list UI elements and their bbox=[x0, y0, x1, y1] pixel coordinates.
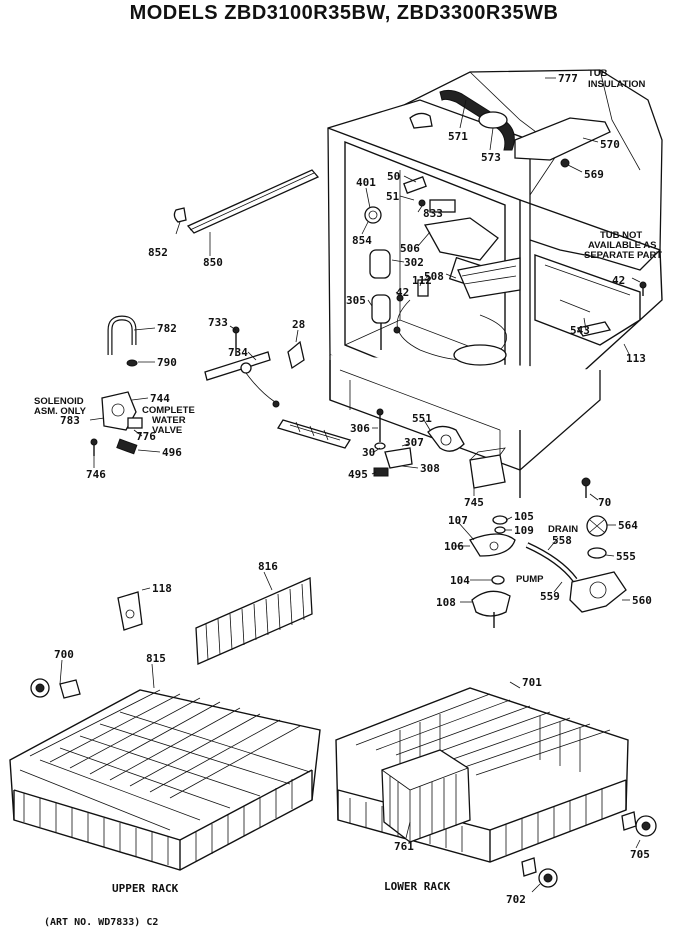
label-559: 559 bbox=[540, 590, 560, 603]
label-746: 746 bbox=[86, 468, 106, 481]
label-744: 744 bbox=[150, 392, 170, 405]
water-valve bbox=[90, 391, 143, 456]
label-495: 495 bbox=[348, 468, 368, 481]
label-109: 109 bbox=[514, 524, 534, 537]
label-564: 564 bbox=[618, 519, 638, 532]
upper-rack bbox=[9, 689, 321, 871]
note-valve-line-2: WATER bbox=[152, 415, 186, 426]
label-551: 551 bbox=[412, 412, 432, 425]
label-401: 401 bbox=[356, 176, 376, 189]
label-852: 852 bbox=[148, 246, 168, 259]
door-seal-strip bbox=[173, 169, 320, 234]
tub-components bbox=[364, 176, 647, 350]
label-790: 790 bbox=[157, 356, 177, 369]
label-555: 555 bbox=[616, 550, 636, 563]
label-850: 850 bbox=[203, 256, 223, 269]
label-733: 733 bbox=[208, 316, 228, 329]
label-558: 558 bbox=[552, 534, 572, 547]
caption-lower-rack: LOWER RACK bbox=[384, 880, 451, 893]
caption-upper-rack: UPPER RACK bbox=[112, 882, 179, 895]
label-560: 560 bbox=[632, 594, 652, 607]
note-solenoid-line-2: ASM. ONLY bbox=[34, 406, 87, 417]
label-105: 105 bbox=[514, 510, 534, 523]
label-506: 506 bbox=[400, 242, 420, 255]
label-783: 783 bbox=[60, 414, 80, 427]
rack-wheel-702 bbox=[521, 857, 558, 888]
part-labels: 777 571 573 570 569 50 401 51 833 854 50… bbox=[54, 72, 652, 906]
label-108: 108 bbox=[436, 596, 456, 609]
vent-bracket bbox=[204, 326, 280, 408]
label-702: 702 bbox=[506, 893, 526, 906]
lower-components bbox=[276, 408, 591, 498]
label-854: 854 bbox=[352, 234, 372, 247]
label-761: 761 bbox=[394, 840, 414, 853]
label-42a: 42 bbox=[396, 286, 409, 299]
label-816: 816 bbox=[258, 560, 278, 573]
lower-rack bbox=[335, 687, 629, 863]
label-496: 496 bbox=[162, 446, 182, 459]
note-tub-line-2: INSULATION bbox=[588, 79, 645, 90]
label-700: 700 bbox=[54, 648, 74, 661]
rack-wheel-700 bbox=[30, 678, 81, 699]
label-745: 745 bbox=[464, 496, 484, 509]
label-782: 782 bbox=[157, 322, 177, 335]
note-notavail-line-2: AVAILABLE AS bbox=[588, 240, 656, 251]
label-306: 306 bbox=[350, 422, 370, 435]
note-drain: DRAIN bbox=[548, 524, 578, 535]
note-solenoid-line-1: SOLENOID bbox=[34, 396, 84, 407]
label-833: 833 bbox=[423, 207, 443, 220]
label-302: 302 bbox=[404, 256, 424, 269]
label-118: 118 bbox=[152, 582, 172, 595]
label-543: 543 bbox=[570, 324, 590, 337]
label-705: 705 bbox=[630, 848, 650, 861]
note-pump: PUMP bbox=[516, 574, 544, 585]
label-815: 815 bbox=[146, 652, 166, 665]
rack-wheel-705 bbox=[621, 811, 657, 837]
label-50: 50 bbox=[387, 170, 400, 183]
label-113: 113 bbox=[626, 352, 646, 365]
label-70: 70 bbox=[598, 496, 611, 509]
leader-lines bbox=[59, 77, 641, 893]
fill-hose bbox=[107, 315, 138, 367]
label-307: 307 bbox=[404, 436, 424, 449]
label-104: 104 bbox=[450, 574, 470, 587]
label-106: 106 bbox=[444, 540, 464, 553]
caption-art-number: (ART NO. WD7833) C2 bbox=[44, 917, 158, 928]
rack-accessories bbox=[117, 577, 313, 665]
label-573: 573 bbox=[481, 151, 501, 164]
label-777: 777 bbox=[558, 72, 578, 85]
label-570: 570 bbox=[600, 138, 620, 151]
note-valve-line-3: VALVE bbox=[152, 425, 182, 436]
label-305: 305 bbox=[346, 294, 366, 307]
tub-top-parts bbox=[409, 89, 611, 168]
latch-part bbox=[287, 340, 305, 370]
notes: TUB INSULATION TUB NOT AVAILABLE AS SEPA… bbox=[34, 68, 662, 585]
label-571: 571 bbox=[448, 130, 468, 143]
note-valve-line-1: COMPLETE bbox=[142, 405, 195, 416]
note-notavail-line-3: SEPARATE PART bbox=[584, 250, 662, 261]
label-734: 734 bbox=[228, 346, 248, 359]
label-42b: 42 bbox=[612, 274, 625, 287]
note-notavail-line-1: TUB NOT bbox=[600, 230, 642, 241]
label-30: 30 bbox=[362, 446, 375, 459]
label-28: 28 bbox=[292, 318, 305, 331]
page-title: MODELS ZBD3100R35BW, ZBD3300R35WB bbox=[129, 2, 559, 24]
label-51: 51 bbox=[386, 190, 400, 203]
label-776: 776 bbox=[136, 430, 156, 443]
label-107: 107 bbox=[448, 514, 468, 527]
label-701: 701 bbox=[522, 676, 542, 689]
label-308: 308 bbox=[420, 462, 440, 475]
label-508: 508 bbox=[424, 270, 444, 283]
label-569: 569 bbox=[584, 168, 604, 181]
label-112: 112 bbox=[412, 274, 432, 287]
note-tub-line-1: TUB bbox=[588, 68, 608, 79]
